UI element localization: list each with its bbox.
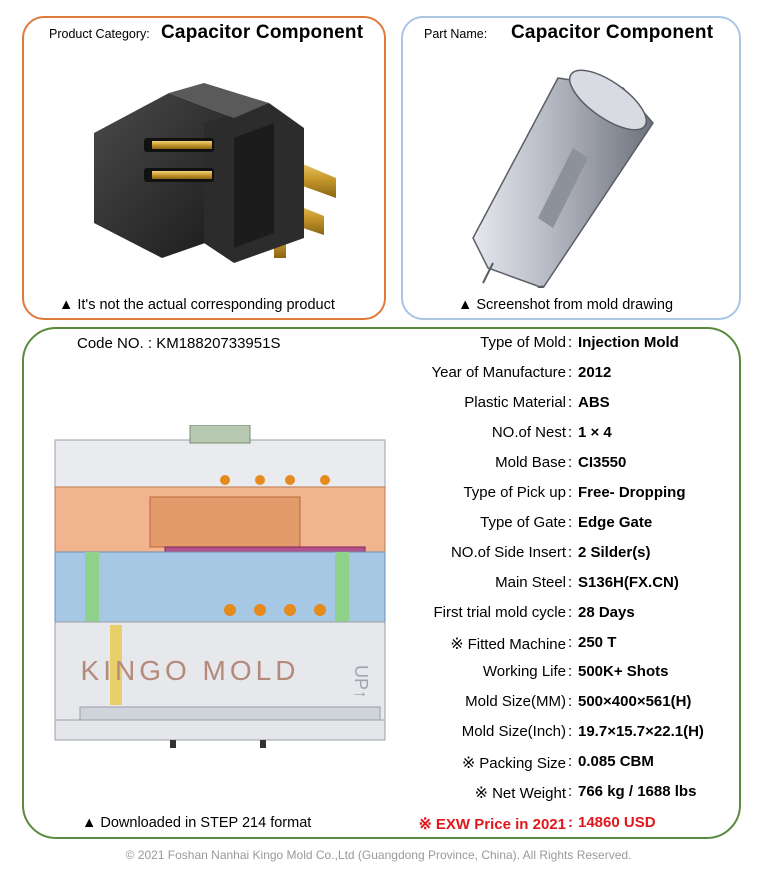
spec-row: NO.of Side Insert:2 Silder(s) — [450, 543, 651, 561]
spec-row: Type of Pick up:Free- Dropping — [463, 483, 686, 501]
spec-row: NO.of Nest:1 × 4 — [491, 423, 612, 441]
spec-value: S136H(FX.CN) — [578, 573, 679, 591]
spec-value: CI3550 — [578, 453, 627, 471]
spec-label: Type of Mold — [480, 334, 566, 351]
spec-label: NO.of Side Insert — [450, 543, 566, 561]
part-name-value: Capacitor Component — [511, 22, 714, 43]
part-name-panel: Part Name: Capacitor Component ▲ Screens… — [401, 16, 741, 320]
spec-row: Main Steel:S136H(FX.CN) — [495, 573, 679, 591]
spec-value: 1 × 4 — [578, 423, 612, 441]
price-row: ※EXW Price in 2021 : 14860 USD — [418, 814, 656, 833]
product-category-value: Capacitor Component — [161, 22, 364, 43]
spec-value: 766 kg / 1688 lbs — [578, 783, 697, 801]
spec-value: ABS — [578, 393, 610, 411]
price-value: 14860 USD — [578, 814, 656, 831]
spec-row: Year of Manufacture:2012 — [431, 363, 612, 381]
spec-value: 0.085 CBM — [578, 753, 654, 771]
spec-value: 500×400×561(H) — [578, 693, 692, 711]
note-mark: ※ — [450, 635, 464, 653]
mold-caption: ▲ Downloaded in STEP 214 format — [82, 815, 312, 831]
spec-row: Plastic Material:ABS — [464, 393, 610, 411]
price-label: ※EXW Price in 2021 — [418, 816, 566, 833]
spec-row: Mold Base:CI3550 — [495, 453, 627, 471]
spec-label: Mold Size(Inch) — [461, 723, 566, 741]
part-caption: ▲ Screenshot from mold drawing — [458, 297, 674, 313]
spec-value: 500K+ Shots — [578, 663, 669, 681]
spec-row: Working Life:500K+ Shots — [482, 663, 669, 681]
spec-row: ※Packing Size:0.085 CBM — [461, 753, 654, 773]
spec-label: Working Life — [482, 663, 566, 681]
spec-row: First trial mold cycle:28 Days — [433, 603, 635, 621]
spec-label: ※Fitted Machine — [450, 635, 566, 653]
category-caption: ▲ It's not the actual corresponding prod… — [59, 297, 335, 313]
spec-value: 250 T — [578, 633, 617, 651]
mold-image-text: KINGO MOLD — [81, 655, 300, 686]
spec-label: ※Packing Size — [461, 755, 566, 773]
part-name-label: Part Name: — [424, 27, 488, 41]
part-drawing — [472, 69, 654, 288]
spec-value: Free- Dropping — [578, 483, 686, 501]
connector-photo — [94, 83, 336, 263]
price-mark: ※ — [418, 816, 432, 833]
note-mark: ※ — [461, 755, 476, 773]
spec-label: Mold Size(MM) — [465, 693, 566, 711]
mold-image: KINGO MOLD UP↑ — [54, 425, 386, 748]
spec-value: Edge Gate — [578, 513, 653, 531]
mold-code: Code NO. : KM18820733951S — [77, 335, 281, 352]
note-mark: ※ — [474, 785, 489, 803]
spec-value: 2012 — [578, 363, 612, 381]
spec-label: Mold Base — [495, 453, 566, 471]
spec-row: Mold Size(Inch):19.7×15.7×22.1(H) — [461, 723, 704, 741]
spec-row: Type of Gate:Edge Gate — [480, 513, 653, 531]
spec-label: First trial mold cycle — [433, 603, 566, 621]
spec-label: Plastic Material — [464, 393, 566, 411]
spec-value: 2 Silder(s) — [578, 543, 651, 561]
spec-row: ※Net Weight:766 kg / 1688 lbs — [474, 783, 697, 803]
spec-label: NO.of Nest — [491, 423, 566, 441]
spec-label: Type of Gate — [480, 513, 566, 531]
copyright-footer: © 2021 Foshan Nanhai Kingo Mold Co.,Ltd … — [125, 848, 632, 862]
spec-label: Type of Pick up — [463, 483, 566, 501]
mold-image-up-text: UP↑ — [351, 665, 371, 699]
spec-label: Main Steel — [495, 573, 566, 591]
product-category-label: Product Category: — [49, 27, 150, 41]
spec-value: 19.7×15.7×22.1(H) — [578, 723, 704, 741]
spec-value: Injection Mold — [578, 334, 679, 351]
product-category-panel: Product Category: Capacitor Component ▲ … — [22, 16, 386, 320]
spec-value: 28 Days — [578, 603, 635, 621]
spec-row: Mold Size(MM):500×400×561(H) — [465, 693, 692, 711]
spec-label: ※Net Weight — [474, 785, 566, 803]
spec-row: Type of Mold:Injection Mold — [480, 334, 679, 351]
spec-row: ※Fitted Machine:250 T — [450, 633, 617, 653]
spec-label: Year of Manufacture — [431, 363, 566, 381]
